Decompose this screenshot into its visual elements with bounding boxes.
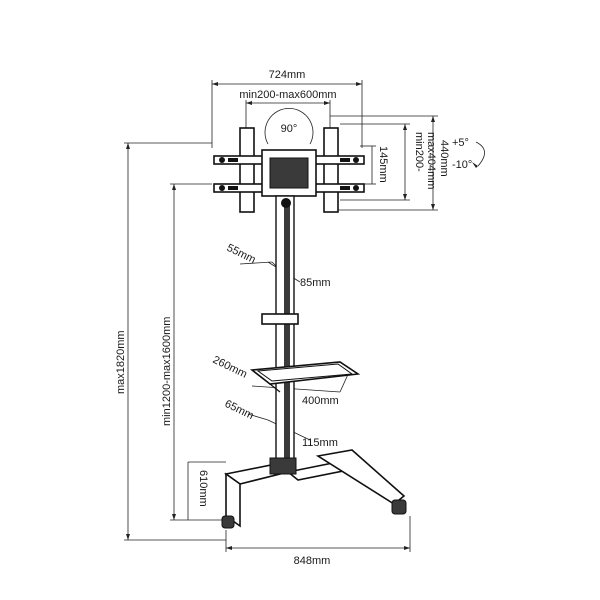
label-vesa-vertical-2: max404mm [425,132,437,189]
label-base-depth: 610mm [197,470,209,507]
label-base-column-width: 115mm [302,437,338,449]
label-column-width: 85mm [300,277,331,289]
label-shelf-width: 400mm [302,395,339,407]
vesa-bracket [213,127,365,213]
label-tilt-up: +5° [452,137,469,149]
label-arm-spacing: 145mm [377,146,389,183]
label-base-column-depth: 65mm [223,398,256,422]
shelf [249,361,361,393]
arrowheads [126,82,478,550]
label-vesa-vertical-1: min200- [413,132,425,172]
label-total-height: max1820mm [115,330,127,394]
label-column-depth: 55mm [225,242,258,266]
label-mount-height: 440mm [438,140,450,177]
label-shelf-depth: 260mm [211,354,249,381]
label-rotation: 90° [281,123,298,135]
label-mount-width: 724mm [269,69,306,81]
label-vesa-horizontal: min200-max600mm [239,89,336,101]
label-tilt-down: -10° [452,159,472,171]
column [261,195,299,473]
label-adjust-height: min1200-max1600mm [161,317,173,426]
base [221,449,407,529]
label-base-width: 848mm [294,555,331,567]
